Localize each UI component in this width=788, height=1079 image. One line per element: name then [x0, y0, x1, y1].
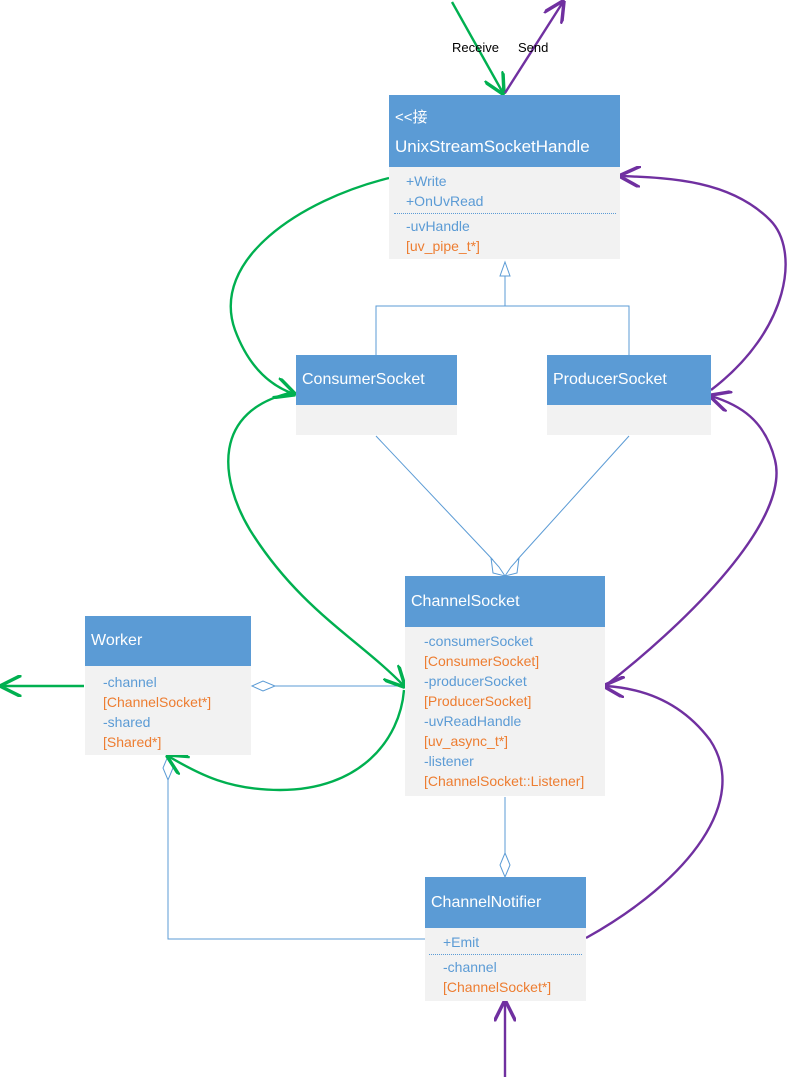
class-fields: -channel [ChannelSocket*] -shared [Share… [85, 666, 251, 752]
class-worker: Worker -channel [ChannelSocket*] -shared… [85, 616, 251, 755]
class-header: ProducerSocket [547, 355, 711, 405]
class-consumer-socket: ConsumerSocket [296, 355, 457, 435]
method-on-uv-read: +OnUvRead [406, 193, 484, 209]
field-uv-handle: -uvHandle [406, 218, 470, 234]
field-channel: -channel [103, 674, 157, 690]
class-channel-socket: ChannelSocket -consumerSocket [ConsumerS… [405, 576, 605, 796]
field-channel-type: [ChannelSocket*] [103, 694, 212, 710]
receive-label: Receive [452, 40, 499, 55]
field-shared-type: [Shared*] [103, 734, 162, 750]
aggregation-connector-notifier [499, 797, 511, 879]
field-consumer-socket: -consumerSocket [424, 633, 533, 649]
class-header: ChannelSocket [405, 576, 605, 627]
field-shared: -shared [103, 714, 151, 730]
field-uv-read-handle-type: [uv_async_t*] [424, 733, 509, 749]
class-channel-notifier: ChannelNotifier +Emit -channel [ChannelS… [425, 877, 586, 1001]
class-fields: -uvHandle [uv_pipe_t*] [389, 216, 620, 256]
class-fields: -consumerSocket [ConsumerSocket] -produc… [405, 627, 605, 791]
aggregation-connector-worker-channel [250, 680, 405, 692]
send-flow [505, 2, 787, 1077]
class-name: Worker [91, 632, 143, 649]
member-separator [429, 954, 582, 955]
method-emit: +Emit [443, 934, 480, 950]
aggregation-connector-sockets [375, 435, 630, 577]
receive-flow [2, 1, 503, 792]
inheritance-connector [375, 260, 630, 355]
class-header: Worker [85, 616, 251, 666]
class-name: ChannelSocket [411, 592, 520, 610]
field-channel-type: [ChannelSocket*] [443, 979, 552, 995]
field-producer-socket: -producerSocket [424, 673, 527, 689]
class-name: ProducerSocket [553, 371, 667, 388]
class-body: +Write +OnUvRead [389, 167, 620, 211]
field-listener-type: [ChannelSocket::Listener] [424, 773, 585, 789]
class-fields: -channel [ChannelSocket*] [425, 957, 586, 997]
send-label: Send [518, 40, 549, 55]
field-producer-socket-type: [ProducerSocket] [424, 693, 532, 709]
class-unix-stream-socket-handle: <<接 UnixStreamSocketHandle +Write +OnUvR… [389, 95, 620, 259]
class-header: ChannelNotifier [425, 877, 586, 928]
field-uv-read-handle: -uvReadHandle [424, 713, 522, 729]
field-consumer-socket-type: [ConsumerSocket] [424, 653, 540, 669]
method-write: +Write [406, 173, 447, 189]
class-name: ConsumerSocket [302, 371, 425, 388]
field-listener: -listener [424, 753, 474, 769]
class-producer-socket: ProducerSocket [547, 355, 711, 435]
stereotype-label: <<接 [395, 108, 428, 126]
class-name: ChannelNotifier [431, 893, 542, 911]
class-header: <<接 UnixStreamSocketHandle [389, 95, 620, 167]
member-separator [394, 213, 616, 214]
field-uv-handle-type: [uv_pipe_t*] [406, 238, 480, 254]
field-channel: -channel [443, 959, 497, 975]
aggregation-connector-worker-notifier [162, 754, 425, 940]
class-header: ConsumerSocket [296, 355, 457, 405]
class-body: +Emit [425, 928, 586, 952]
class-name: UnixStreamSocketHandle [395, 136, 590, 156]
